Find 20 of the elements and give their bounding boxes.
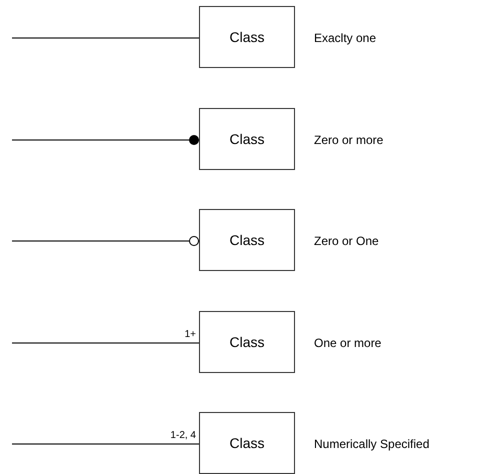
- class-box: [199, 6, 295, 68]
- class-name: Class: [229, 28, 264, 46]
- connector-line: [12, 342, 200, 344]
- class-name: Class: [229, 434, 264, 452]
- multiplicity-description: Exaclty one: [314, 31, 376, 45]
- connector-line: [12, 236, 200, 246]
- class-box: [199, 412, 295, 474]
- class-name: Class: [229, 130, 264, 148]
- multiplicity-description: One or more: [314, 336, 382, 350]
- multiplicity-description: Numerically Specified: [314, 437, 430, 451]
- multiplicity-description: Zero or more: [314, 133, 384, 147]
- class-box: [199, 108, 295, 170]
- class-box: [199, 311, 295, 373]
- class-box: [199, 209, 295, 271]
- class-name: Class: [229, 332, 264, 352]
- multiplicity-label: 1-2, 4: [170, 430, 196, 442]
- class-name: Class: [229, 230, 264, 250]
- multiplicity-label: 1+: [184, 329, 196, 341]
- multiplicity-description: Zero or One: [314, 234, 379, 248]
- connector-line: [12, 135, 200, 145]
